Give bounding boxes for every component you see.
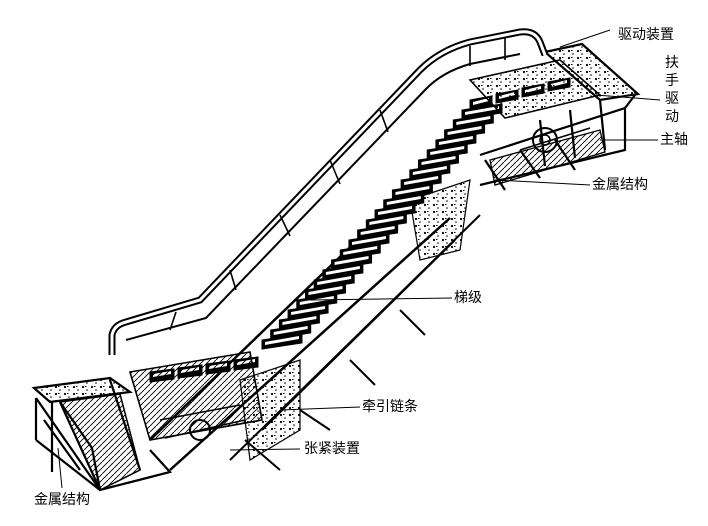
step-highlight — [421, 156, 456, 165]
step-highlight — [438, 136, 473, 145]
step-highlight — [273, 326, 308, 335]
step-highlight — [395, 186, 430, 195]
step-highlight — [299, 296, 334, 305]
step-highlight — [343, 246, 378, 255]
step-highlight — [386, 196, 421, 205]
step-highlight — [404, 176, 439, 185]
upper-truss — [479, 42, 641, 191]
steps — [149, 77, 571, 383]
step-highlight — [351, 236, 386, 245]
step-highlight — [456, 116, 491, 125]
step-highlight — [360, 226, 395, 235]
label-handrail-drive: 扶手驱动 — [665, 55, 679, 125]
step-highlight — [317, 276, 352, 285]
step-highlight — [465, 106, 499, 115]
step-highlight — [291, 306, 326, 315]
tension-machine — [128, 351, 263, 441]
label-traction-chain: 牵引链条 — [362, 399, 418, 415]
step-highlight — [308, 286, 343, 295]
step-highlight — [430, 146, 465, 155]
step-highlight — [447, 126, 482, 135]
label-drive-device: 驱动装置 — [618, 27, 674, 43]
step-highlight — [412, 166, 447, 175]
step-highlight — [334, 256, 369, 265]
label-metal-structure-upper: 金属结构 — [592, 177, 648, 193]
step-highlight — [265, 336, 299, 345]
label-tension-device: 张紧装置 — [304, 441, 360, 457]
leader-lines — [57, 29, 661, 489]
lower-truss — [31, 376, 173, 492]
handrail — [108, 28, 549, 355]
label-step: 梯级 — [454, 290, 482, 306]
step-highlight — [325, 266, 360, 275]
inclined-truss — [149, 174, 481, 471]
step-highlight — [282, 316, 317, 325]
step-highlight — [369, 216, 404, 225]
step-highlight — [378, 206, 413, 215]
step-highlight — [473, 98, 489, 105]
label-metal-structure-lower: 金属结构 — [34, 492, 90, 508]
label-main-shaft: 主轴 — [660, 132, 688, 148]
